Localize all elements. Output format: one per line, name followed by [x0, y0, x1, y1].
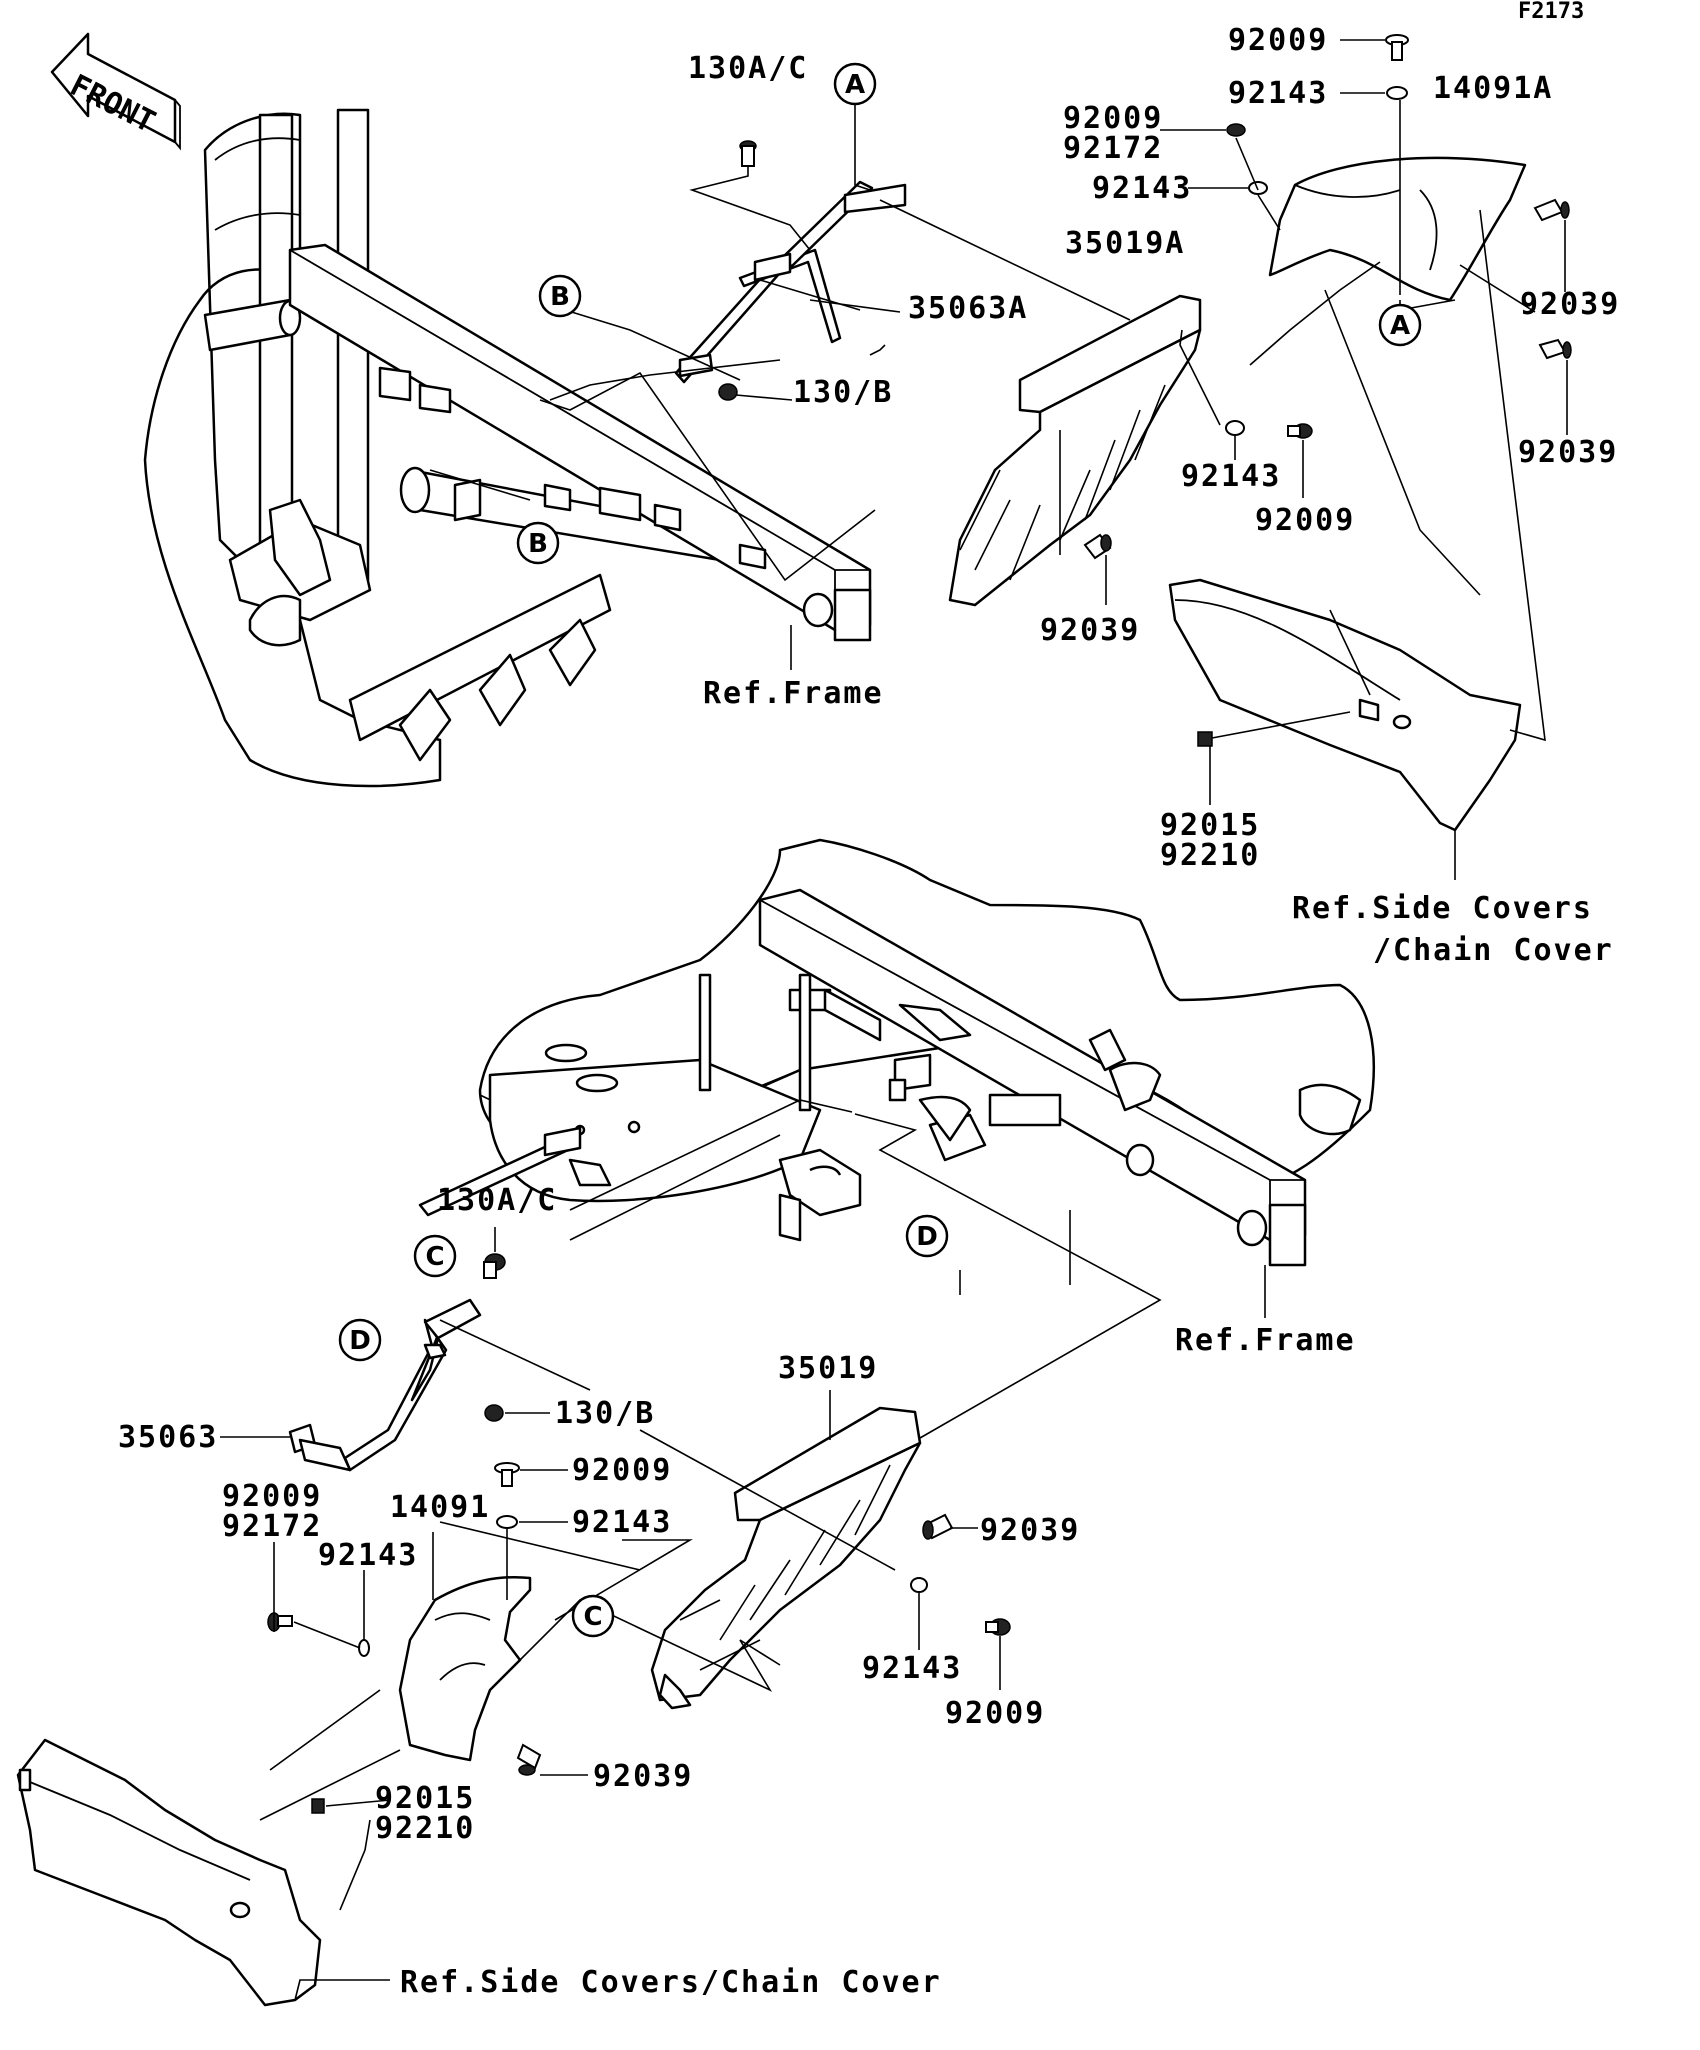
label-92039-d: 92039	[980, 1513, 1080, 1548]
label-92009-e: 92009	[222, 1479, 322, 1514]
top-frame-assembly	[143, 108, 872, 788]
callout-c-2: C	[571, 1594, 615, 1638]
front-arrow-icon: FRONT	[50, 32, 181, 151]
label-92210-a: 92210	[1160, 838, 1260, 873]
label-ref-frame-bot: Ref.Frame	[1175, 1323, 1356, 1358]
label-130b-top: 130/B	[793, 375, 893, 410]
label-ref-side-top-1: Ref.Side Covers	[1292, 891, 1593, 926]
callout-a-2: A	[1378, 303, 1422, 347]
label-92015-b: 92015	[375, 1781, 475, 1816]
label-92015-a: 92015	[1160, 808, 1260, 843]
label-92143-c: 92143	[1181, 459, 1281, 494]
svg-text:D: D	[916, 1222, 938, 1252]
label-92009-c: 92009	[1255, 503, 1355, 538]
callout-d-1: D	[905, 1214, 949, 1258]
bottom-leader-lines	[220, 1099, 1266, 2001]
label-92009-a: 92009	[1228, 23, 1328, 58]
label-ref-side-bot: Ref.Side Covers/Chain Cover	[400, 1965, 942, 2000]
label-92039-b: 92039	[1518, 435, 1618, 470]
svg-text:C: C	[425, 1242, 444, 1272]
label-92039-e: 92039	[593, 1759, 693, 1794]
svg-text:A: A	[1390, 311, 1410, 341]
callout-a-1: A	[833, 62, 877, 106]
bottom-frame-assembly	[478, 838, 1375, 1267]
label-35019a: 35019A	[1065, 226, 1185, 261]
label-130ac-top: 130A/C	[688, 51, 808, 86]
stay-35063a	[674, 180, 907, 384]
label-92143-f: 92143	[862, 1651, 962, 1686]
bottom-hardware	[267, 1253, 1011, 1814]
label-ref-frame-top: Ref.Frame	[703, 676, 884, 711]
label-35063a: 35063A	[908, 291, 1028, 326]
callout-c-1: C	[413, 1234, 457, 1278]
top-hardware	[718, 34, 1572, 747]
top-chain-cover	[1168, 578, 1522, 832]
label-35019: 35019	[778, 1351, 878, 1386]
label-14091a: 14091A	[1433, 71, 1553, 106]
svg-text:B: B	[550, 282, 570, 312]
svg-text:C: C	[583, 1602, 602, 1632]
callout-b-1: B	[538, 274, 582, 318]
svg-text:B: B	[528, 529, 548, 559]
label-ref-side-top-2: /Chain Cover	[1373, 933, 1614, 968]
label-92143-a: 92143	[1228, 76, 1328, 111]
label-14091: 14091	[390, 1490, 490, 1525]
label-35063: 35063	[118, 1420, 218, 1455]
figure-code: F2173	[1518, 0, 1584, 24]
chain-guard-35019	[650, 1406, 922, 1710]
label-92172-e: 92172	[222, 1509, 322, 1544]
label-92039-a: 92039	[1520, 287, 1620, 322]
stay-35063	[288, 1126, 582, 1472]
label-92039-c: 92039	[1040, 613, 1140, 648]
cover-14091	[398, 1575, 532, 1762]
label-92210-b: 92210	[375, 1811, 475, 1846]
label-92009-f: 92009	[945, 1696, 1045, 1731]
label-92009-b: 92009	[1063, 101, 1163, 136]
svg-text:A: A	[845, 70, 865, 100]
callout-d-2: D	[338, 1318, 382, 1362]
chain-guard-35019a	[948, 294, 1202, 607]
callout-b-2: B	[516, 521, 560, 565]
label-92143-e: 92143	[318, 1538, 418, 1573]
bottom-chain-cover	[16, 1738, 322, 2007]
top-leader-lines	[429, 39, 1568, 880]
svg-text:D: D	[349, 1326, 371, 1356]
label-92143-d: 92143	[572, 1505, 672, 1540]
label-130b-bot: 130/B	[555, 1396, 655, 1431]
cover-14091a	[1268, 156, 1527, 302]
label-92009-d: 92009	[572, 1453, 672, 1488]
label-130ac-bot: 130A/C	[437, 1183, 557, 1218]
label-92172-b: 92172	[1063, 131, 1163, 166]
label-92143-b: 92143	[1092, 171, 1192, 206]
